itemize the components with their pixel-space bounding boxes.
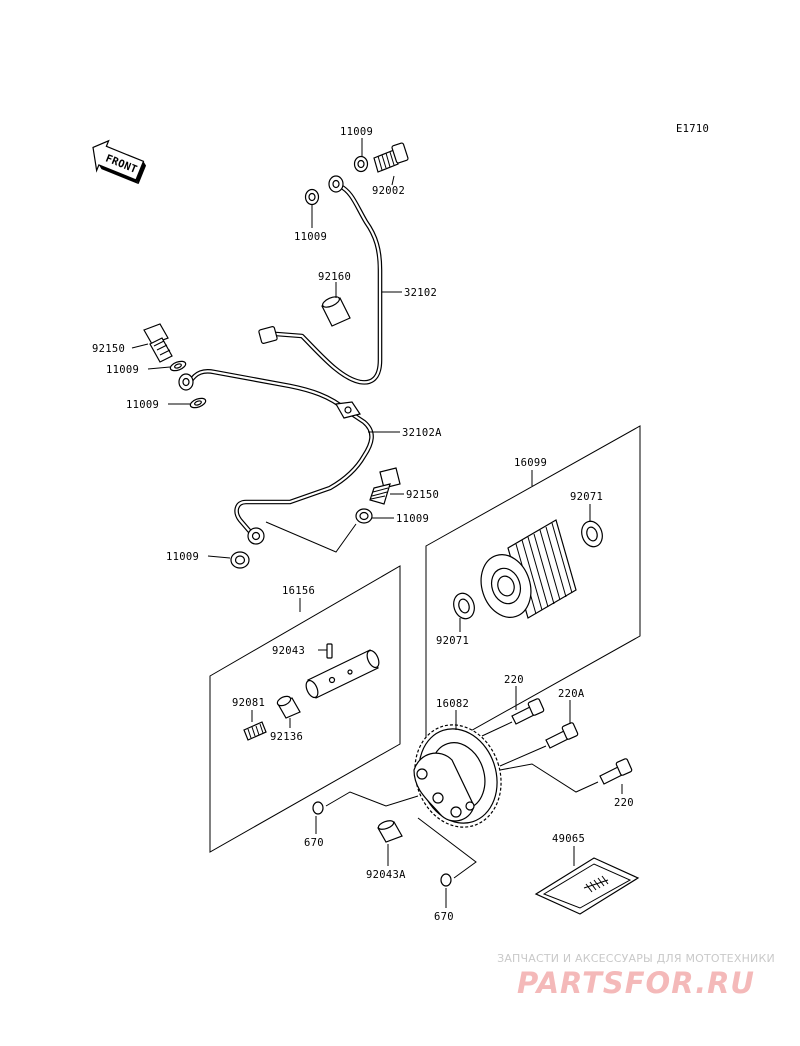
part-label-11009-mid: 11009 bbox=[396, 513, 429, 525]
part-label-16156: 16156 bbox=[282, 585, 315, 597]
part-label-92043: 92043 bbox=[272, 645, 305, 657]
watermark-logo: PARTSFOR.RU bbox=[517, 966, 755, 1000]
bolt-92002 bbox=[373, 142, 409, 173]
shaft-box bbox=[209, 565, 401, 853]
label-49065 bbox=[534, 857, 640, 915]
part-label-11009-a: 11009 bbox=[106, 364, 139, 376]
part-label-11009-b: 11009 bbox=[126, 399, 159, 411]
bolt-92150-top bbox=[143, 323, 173, 363]
bolt-92150-mid bbox=[369, 467, 401, 505]
oil-pipe-32102a bbox=[178, 369, 374, 545]
part-label-92043a: 92043A bbox=[366, 869, 406, 881]
part-label-92160: 92160 bbox=[318, 271, 351, 283]
oring-670-b bbox=[440, 873, 452, 887]
spring-92081 bbox=[243, 721, 267, 741]
part-label-670-b: 670 bbox=[434, 911, 454, 923]
washer-11009-b bbox=[189, 397, 207, 409]
washer-11009-a bbox=[169, 360, 187, 372]
bolt-220a bbox=[545, 722, 579, 749]
collar-92136 bbox=[276, 695, 301, 719]
shaft-16156 bbox=[305, 649, 380, 699]
bolt-220-b bbox=[599, 758, 633, 785]
part-label-92071-left: 92071 bbox=[436, 635, 469, 647]
oil-filter-16099 bbox=[480, 519, 577, 619]
washer-11009-top bbox=[353, 155, 369, 173]
bolt-220-a bbox=[511, 698, 545, 725]
part-label-92150-top: 92150 bbox=[92, 343, 125, 355]
washer-11009-mid bbox=[355, 508, 373, 524]
part-label-92081: 92081 bbox=[232, 697, 265, 709]
oil-pump-16082 bbox=[413, 724, 502, 828]
front-arrow-icon: FRONT bbox=[92, 139, 147, 185]
part-label-220a: 220A bbox=[558, 688, 585, 700]
part-label-92150-mid: 92150 bbox=[406, 489, 439, 501]
part-label-16099: 16099 bbox=[514, 457, 547, 469]
part-label-32102: 32102 bbox=[404, 287, 437, 299]
part-label-92136: 92136 bbox=[270, 731, 303, 743]
part-label-32102a: 32102A bbox=[402, 427, 442, 439]
oring-92071-left bbox=[453, 592, 475, 620]
oring-670-a bbox=[312, 801, 324, 815]
part-label-11009-low: 11009 bbox=[166, 551, 199, 563]
leader-lines bbox=[131, 138, 623, 908]
pin-92043 bbox=[326, 643, 333, 659]
oring-92071-right bbox=[581, 520, 603, 548]
washer-11009-low bbox=[230, 551, 250, 569]
part-label-220-a: 220 bbox=[504, 674, 524, 686]
part-label-49065: 49065 bbox=[552, 833, 585, 845]
part-label-11009-left: 11009 bbox=[294, 231, 327, 243]
oil-filter-box bbox=[425, 425, 641, 757]
part-label-92071-right: 92071 bbox=[570, 491, 603, 503]
watermark-tagline: ЗАПЧАСТИ И АКСЕССУАРЫ ДЛЯ МОТОТЕХНИКИ bbox=[497, 952, 775, 965]
oil-pipe-32102 bbox=[258, 175, 383, 385]
collar-92160 bbox=[321, 296, 351, 327]
diagram-code: E1710 bbox=[676, 123, 709, 135]
pin-92043a bbox=[377, 820, 403, 843]
washer-11009-left bbox=[304, 188, 320, 206]
part-label-11009-top: 11009 bbox=[340, 126, 373, 138]
part-label-220-b: 220 bbox=[614, 797, 634, 809]
part-label-92002: 92002 bbox=[372, 185, 405, 197]
part-label-16082: 16082 bbox=[436, 698, 469, 710]
part-label-670-a: 670 bbox=[304, 837, 324, 849]
